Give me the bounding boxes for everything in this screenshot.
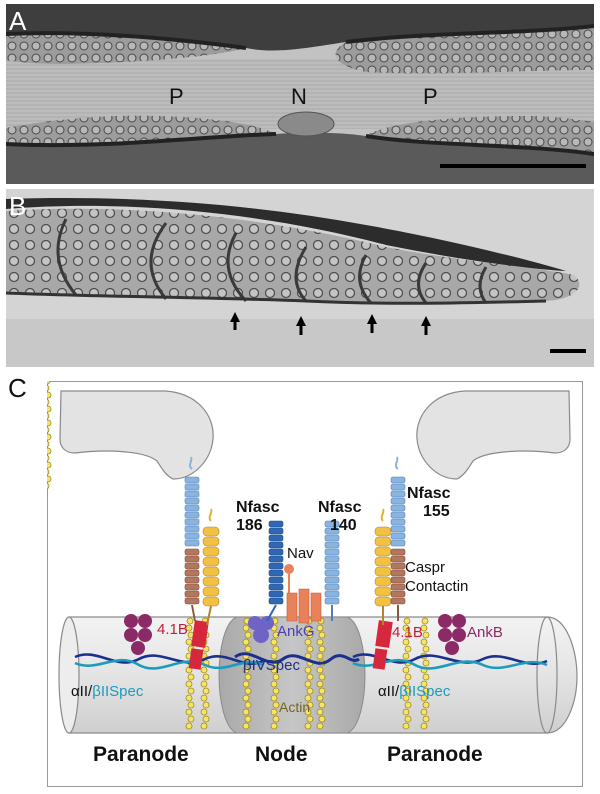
- contactin-label: Contactin: [405, 578, 469, 595]
- ankb-cluster-left: [124, 614, 152, 655]
- ankb-label: AnkB: [467, 624, 503, 641]
- paranode-right-label: Paranode: [387, 743, 483, 766]
- alpha-spectrin-left: αII/: [71, 683, 93, 700]
- micrograph-b-image: [6, 189, 594, 367]
- ankb-cluster-right: [438, 614, 466, 655]
- nfasc186-stack: [266, 520, 284, 622]
- nav-channel: [284, 564, 322, 624]
- node-label: Node: [255, 743, 308, 766]
- node-band: [218, 616, 366, 734]
- panel-b-micrograph: B: [6, 189, 594, 367]
- alpha-spectrin-right: αII/: [378, 683, 400, 700]
- panel-a-micrograph: A P N P: [6, 4, 594, 184]
- nfasc140-label-2: 140: [330, 517, 357, 534]
- caspr-right: [374, 508, 392, 625]
- spectrin-left-navy: [74, 653, 264, 665]
- diagram-graphics: [47, 381, 583, 787]
- actin-label: Actin: [279, 699, 311, 715]
- nfasc155-label-1: Nfasc: [407, 485, 451, 502]
- ankg-cluster: [248, 616, 274, 643]
- beta-spectrin-right: βIISpec: [399, 683, 451, 700]
- caspr-left: [202, 508, 220, 626]
- protein-4-1b-right: [372, 620, 393, 670]
- glial-loop-right: [416, 390, 571, 480]
- beta-iv-spectrin-label: βIVSpec: [243, 657, 300, 674]
- actin-rings: [47, 381, 430, 730]
- nfasc186-label-2: 186: [236, 517, 263, 534]
- nfasc186-label-1: Nfasc: [236, 499, 280, 516]
- protein-4-1b-right-label: 4.1B: [392, 624, 423, 641]
- protein-4-1b-left: [188, 620, 209, 670]
- panel-c-label: C: [8, 373, 27, 403]
- node-label-a: N: [291, 84, 307, 109]
- glial-loop-left: [59, 390, 214, 480]
- caspr-label: Caspr: [405, 559, 446, 576]
- paranode-left-label-a: P: [169, 84, 184, 109]
- panel-a-label: A: [9, 6, 27, 36]
- nav-label: Nav: [287, 545, 314, 562]
- panel-b-label: B: [9, 191, 27, 221]
- nfasc155-label-2: 155: [423, 503, 450, 520]
- protein-4-1b-left-label: 4.1B: [157, 621, 188, 638]
- spectrin-node: [234, 652, 360, 665]
- axon-cut-end: [58, 616, 80, 734]
- node-of-ranvier-diagram: Nfasc 186 Nfasc 140 Nfasc 155 Nav Caspr …: [47, 381, 583, 787]
- beta-spectrin-left: βIISpec: [92, 683, 144, 700]
- nfasc155-right: [390, 456, 406, 621]
- nfasc140-stack: [324, 520, 340, 621]
- spectrin-left-teal: [74, 658, 264, 670]
- nfasc140-label-1: Nfasc: [318, 499, 362, 516]
- spectrin-right-label: αII/βIISpec: [378, 683, 450, 700]
- paranode-left-label: Paranode: [93, 743, 189, 766]
- ankg-label: AnkG: [277, 623, 315, 640]
- nfasc155-left: [184, 456, 200, 622]
- paranode-right-label-a: P: [423, 84, 438, 109]
- micrograph-a-image: [6, 4, 594, 184]
- arrow-markers: [230, 312, 431, 335]
- spectrin-left-label: αII/βIISpec: [71, 683, 143, 700]
